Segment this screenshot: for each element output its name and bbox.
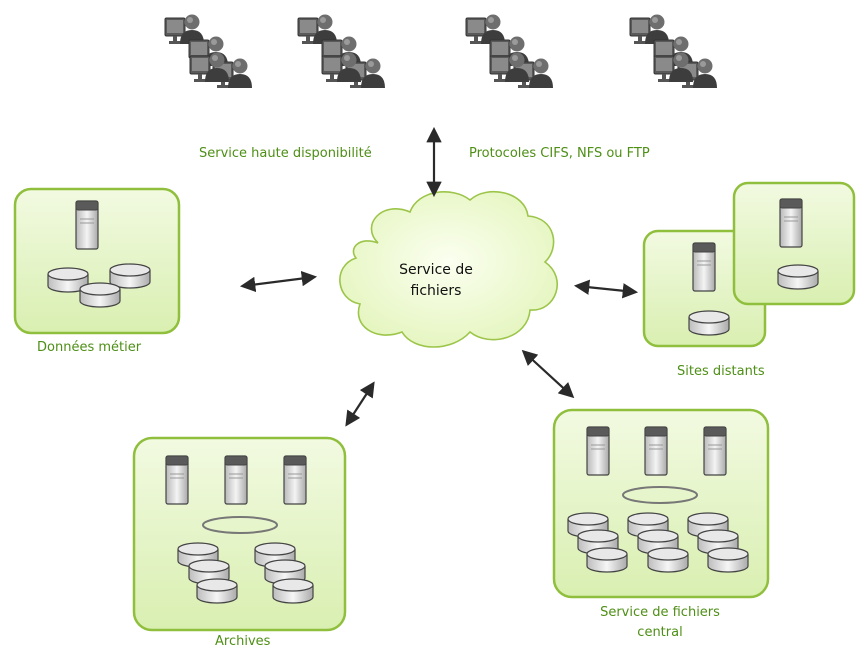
database-icon [777,264,819,290]
database-icon [586,547,628,573]
user-workstation-icon [163,13,252,89]
server-icon [586,426,610,476]
server-icon [692,242,716,292]
remote-sites-box [642,181,856,348]
user-workstation-icon [628,13,717,89]
server-icon [75,200,99,250]
double-arrow-icon [573,279,639,299]
server-icon [703,426,727,476]
high-availability-label: Service haute disponibilité [199,146,372,161]
central-file-service-box [552,408,770,599]
cloud-icon [339,191,558,348]
archives-label: Archives [215,634,271,649]
remote-sites-label: Sites distants [677,364,765,379]
cluster-ring [622,486,698,504]
database-icon [109,263,151,289]
server-icon [644,426,668,476]
protocols-label: Protocoles CIFS, NFS ou FTP [469,146,650,161]
server-icon [165,455,189,505]
central-label-line-2: central [637,625,683,640]
archives-box [132,436,347,632]
database-icon [272,578,314,604]
user-workstation-icon [464,13,553,89]
database-icon [196,578,238,604]
database-icon [707,547,749,573]
cloud-label: Service de fichiers [381,260,491,302]
server-icon [779,198,803,248]
database-icon [79,282,121,308]
cluster-ring [202,516,278,534]
cloud-label-line-1: Service de [399,262,473,278]
database-icon [647,547,689,573]
server-icon [224,455,248,505]
cloud-label-line-2: fichiers [410,283,462,299]
server-icon [283,455,307,505]
business-data-box [13,187,181,335]
central-file-service-label: Service de fichiers central [576,603,744,643]
double-arrow-icon [521,349,575,399]
database-icon [688,310,730,336]
user-workstation-icon [296,13,385,89]
double-arrow-icon [345,381,375,427]
business-data-label: Données métier [37,340,142,355]
central-label-line-1: Service de fichiers [600,605,720,620]
double-arrow-icon [239,270,318,293]
